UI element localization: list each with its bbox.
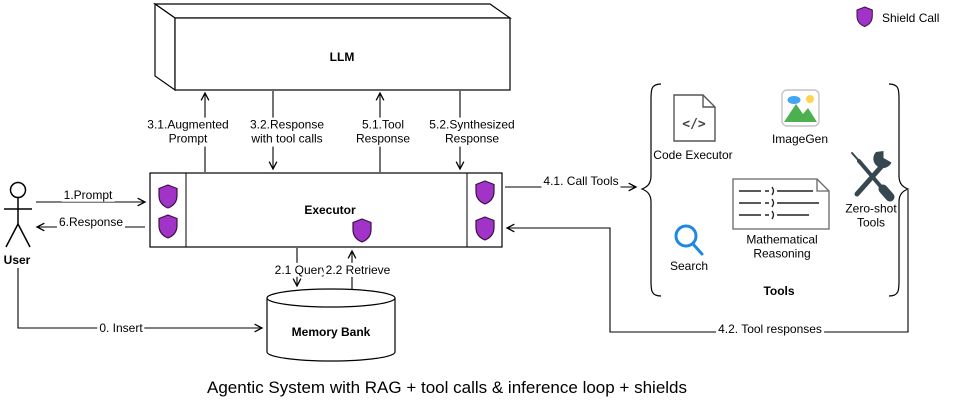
shield-executor-left-bottom xyxy=(158,214,178,239)
memory-bank-node xyxy=(266,288,396,362)
memory-bank-label: Memory Bank xyxy=(291,324,371,339)
shield-executor-left-top xyxy=(158,184,178,209)
zero-shot-tools-label: Zero-shot Tools xyxy=(845,201,897,230)
flow-insert-label: 0. Insert xyxy=(97,320,145,336)
flow-response-label: 6.Response xyxy=(56,214,126,230)
arrow-insert xyxy=(17,268,262,328)
user-actor xyxy=(4,181,32,248)
flow-synthesized-response-label: 5.2.Synthesized Response xyxy=(427,117,517,147)
flow-prompt-label: 1.Prompt xyxy=(61,187,115,203)
shield-executor-right-top xyxy=(475,180,495,205)
flow-augmented-prompt-label: 3.1.Augmented Prompt xyxy=(145,117,231,147)
tools-left-brace xyxy=(640,83,662,297)
shields xyxy=(158,6,873,243)
llm-label: LLM xyxy=(329,49,355,64)
shield-legend-icon xyxy=(856,6,873,28)
search-label: Search xyxy=(669,258,709,273)
executor-node xyxy=(149,172,503,248)
shield-executor-right-bottom xyxy=(475,216,495,241)
shield-executor-bottom xyxy=(352,218,372,243)
zero-shot-tools-icon xyxy=(851,151,895,202)
code-glyph: </> xyxy=(682,117,706,132)
flow-tool-responses-label: 4.2. Tool responses xyxy=(716,321,824,337)
imagegen-label: ImageGen xyxy=(771,131,829,146)
llm-node xyxy=(153,2,512,92)
imagegen-icon xyxy=(781,89,820,127)
search-icon xyxy=(674,224,704,256)
flow-tool-response-label: 5.1.Tool Response xyxy=(353,117,413,147)
tools-label: Tools xyxy=(763,283,795,298)
flow-query-label: 2.1 Query xyxy=(272,262,330,278)
flow-retrieve-label: 2.2 Retrieve xyxy=(323,262,393,278)
math-equations xyxy=(739,186,819,220)
executor-label: Executor xyxy=(304,202,356,217)
flow-response-with-tool-calls-label: 3.2.Response with tool calls xyxy=(247,117,327,147)
code-executor-label: Code Executor xyxy=(653,147,733,162)
code-executor-icon: </> xyxy=(673,94,716,142)
flow-call-tools-label: 4.1. Call Tools xyxy=(541,173,621,189)
tools-right-brace xyxy=(888,83,910,297)
arrow-tool-responses xyxy=(507,190,909,333)
legend-shield-call-label: Shield Call xyxy=(882,10,940,25)
math-reasoning-icon xyxy=(732,178,830,230)
user-label: User xyxy=(3,252,31,267)
diagram-title: Agentic System with RAG + tool calls & i… xyxy=(206,377,688,397)
math-reasoning-label: Mathematical Reasoning xyxy=(746,232,818,261)
